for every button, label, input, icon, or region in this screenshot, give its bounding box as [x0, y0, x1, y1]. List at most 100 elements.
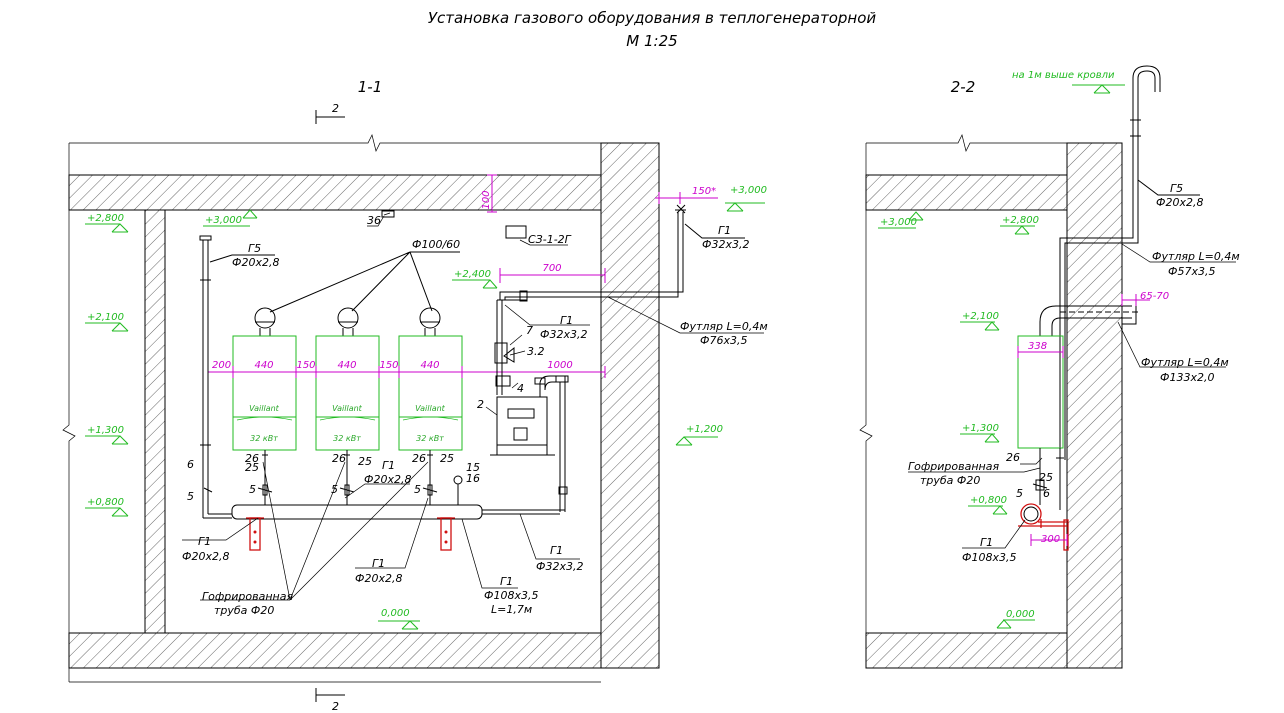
svg-text:Ф32х3,2: Ф32х3,2 [702, 238, 749, 251]
level-above-roof: на 1м выше кровли [1012, 70, 1115, 81]
svg-text:16: 16 [466, 472, 480, 485]
level-marks-left [85, 223, 129, 517]
svg-text:6: 6 [187, 458, 194, 471]
header-supports [246, 517, 455, 551]
svg-text:1000: 1000 [547, 360, 572, 371]
svg-text:Г1: Г1 [500, 575, 513, 588]
left-wall [144, 209, 166, 634]
svg-text:+2,100: +2,100 [962, 311, 999, 322]
svg-text:7: 7 [526, 324, 533, 337]
callout-36: 36 [367, 210, 395, 227]
svg-text:Ф76х3,5: Ф76х3,5 [700, 334, 747, 347]
svg-text:Ф20х2,8: Ф20х2,8 [364, 473, 411, 486]
cut-mark-bottom-number: 2 [332, 700, 339, 713]
svg-text:Ф108х3,5: Ф108х3,5 [484, 589, 538, 602]
svg-text:5: 5 [187, 490, 194, 503]
svg-text:+0,800: +0,800 [970, 495, 1007, 506]
dimension-65-70 [1121, 294, 1150, 306]
level-3000-outside: +3,000 [730, 185, 767, 196]
level-3000-ceiling: +3,000 [205, 215, 242, 226]
svg-text:Ф20х2,8: Ф20х2,8 [1156, 196, 1203, 209]
flue-terminals [254, 251, 460, 336]
svg-text:Г1: Г1 [382, 459, 395, 472]
svg-text:440: 440 [254, 360, 273, 371]
section-2-2: 2-2 на 1м выше кровли +3,000 +2,800 +2,1… [859, 65, 1240, 669]
ceiling-slab [68, 174, 602, 211]
gas-inlet-pipe [499, 204, 745, 300]
boiler-side [1017, 335, 1064, 449]
svg-text:26: 26 [1006, 451, 1020, 464]
svg-text:Г5: Г5 [248, 242, 261, 255]
level-2800-left: +2,800 [87, 213, 124, 224]
svg-text:36: 36 [367, 214, 381, 227]
gas-sensor: СЗ-1-2Г [505, 225, 572, 246]
dimension-700 [499, 268, 606, 283]
svg-text:25: 25 [245, 461, 259, 474]
svg-text:26: 26 [332, 452, 346, 465]
level-2400: +2,400 [454, 269, 491, 280]
sensor-label: СЗ-1-2Г [528, 233, 572, 246]
svg-text:Г1: Г1 [560, 314, 573, 327]
svg-text:Ф32х3,2: Ф32х3,2 [536, 560, 583, 573]
svg-text:Г5: Г5 [1170, 182, 1183, 195]
svg-text:25: 25 [358, 455, 372, 468]
svg-text:3.2: 3.2 [527, 345, 545, 358]
wall-2 [1066, 142, 1123, 669]
level-2100-left: +2,100 [87, 312, 124, 323]
svg-text:4: 4 [517, 382, 524, 395]
svg-text:Гофрированная: Гофрированная [202, 590, 293, 603]
section-1-1-label: 1-1 [358, 78, 383, 96]
level-marks-interior [203, 202, 765, 630]
drawing-scale: М 1:25 [626, 32, 677, 50]
boiler-1: Vaillant 32 кВт [232, 335, 297, 451]
svg-text:440: 440 [337, 360, 356, 371]
svg-text:2: 2 [477, 398, 484, 411]
svg-text:Г1: Г1 [718, 224, 731, 237]
svg-text:5: 5 [1016, 487, 1023, 500]
svg-text:440: 440 [420, 360, 439, 371]
svg-text:5: 5 [249, 483, 256, 496]
svg-text:26: 26 [245, 452, 259, 465]
flue-label: Ф100/60 [412, 238, 460, 251]
svg-text:Г1: Г1 [198, 535, 211, 548]
svg-text:Ф20х2,8: Ф20х2,8 [232, 256, 279, 269]
svg-text:25: 25 [1039, 471, 1053, 484]
svg-text:труба Ф20: труба Ф20 [214, 604, 274, 617]
dimension-100 [487, 174, 497, 213]
svg-text:труба Ф20: труба Ф20 [920, 474, 980, 487]
level-1300-left: +1,300 [87, 425, 124, 436]
boiler-3: Vaillant 32 кВт [398, 335, 463, 451]
svg-text:L=1,7м: L=1,7м [491, 603, 532, 616]
svg-text:65-70: 65-70 [1140, 291, 1169, 302]
vent-pipe-g5-2 [1059, 65, 1200, 460]
drawing-title: Установка газового оборудования в теплог… [428, 9, 877, 27]
boiler-taps [203, 450, 463, 505]
svg-text:Г1: Г1 [372, 557, 385, 570]
gas-meter [490, 375, 569, 512]
header-2 [1018, 503, 1069, 551]
svg-text:700: 700 [542, 263, 561, 274]
svg-text:Г1: Г1 [550, 544, 563, 557]
svg-text:150*: 150* [692, 186, 716, 197]
vent-pipe-g5 [199, 235, 275, 512]
cut-mark-top: 2 [315, 102, 345, 124]
svg-text:338: 338 [1028, 341, 1047, 352]
svg-text:25: 25 [440, 452, 454, 465]
boiler-3-power: 32 кВт [416, 434, 444, 443]
cut-mark-top-number: 2 [332, 102, 339, 115]
svg-text:Ф108х3,5: Ф108х3,5 [962, 551, 1016, 564]
level-0000: 0,000 [381, 608, 410, 619]
taps-2 [1032, 448, 1064, 510]
boiler-1-power: 32 кВт [250, 434, 278, 443]
svg-text:Ф32х3,2: Ф32х3,2 [540, 328, 587, 341]
boiler-2-power: 32 кВт [333, 434, 361, 443]
svg-text:Футляр L=0,4м: Футляр L=0,4м [1141, 356, 1229, 369]
svg-text:150: 150 [296, 360, 315, 371]
meter-riser [494, 290, 528, 395]
svg-text:Гофрированная: Гофрированная [908, 460, 999, 473]
svg-text:Футляр L=0,4м: Футляр L=0,4м [680, 320, 768, 333]
svg-text:6: 6 [1043, 487, 1050, 500]
break-line-top [69, 133, 601, 153]
svg-text:+3,000: +3,000 [880, 217, 917, 228]
svg-text:Ф20х2,8: Ф20х2,8 [182, 550, 229, 563]
